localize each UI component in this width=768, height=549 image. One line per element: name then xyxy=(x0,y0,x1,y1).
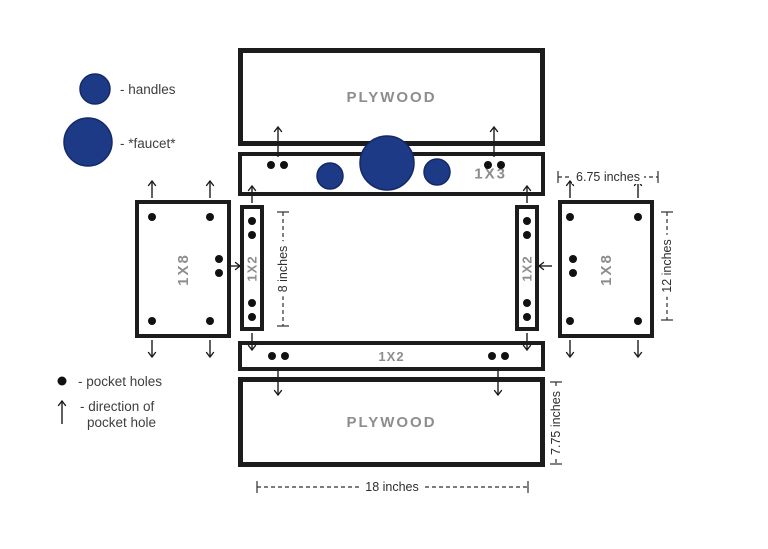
pocket-hole-dot xyxy=(267,161,275,169)
dim-label-stile-height: 8 inches xyxy=(276,241,290,297)
pocket-hole-dot xyxy=(268,352,276,360)
dimension-lines xyxy=(256,171,673,493)
pocket-hole-dot xyxy=(148,213,156,221)
dim-label-rail-width: 6.75 inches xyxy=(572,170,644,184)
pocket-hole-dot xyxy=(215,255,223,263)
pocket-hole-dot xyxy=(215,269,223,277)
top-plywood-label: PLYWOOD xyxy=(346,88,437,106)
pocket-hole-dot xyxy=(484,161,492,169)
faucet-rail-label: 1X3 xyxy=(474,165,507,183)
pocket-hole-dot xyxy=(488,352,496,360)
pocket-hole-dot xyxy=(523,217,531,225)
pocket-hole-dot xyxy=(206,317,214,325)
legend-direction-label-line2: pocket hole xyxy=(87,415,157,430)
pocket-hole-dot xyxy=(248,217,256,225)
bottom-rail-1x2: 1X2 xyxy=(238,341,545,371)
right-side-1x8: 1X8 xyxy=(558,200,654,338)
dim-label-overall-width: 18 inches xyxy=(361,480,423,494)
pocket-hole-dot xyxy=(566,213,574,221)
pocket-hole-dot xyxy=(634,317,642,325)
pocket-hole-dot xyxy=(569,255,577,263)
pocket-hole-dot xyxy=(501,352,509,360)
pocket-hole-dot xyxy=(281,352,289,360)
legend-direction-label-line1: - direction of xyxy=(80,399,155,414)
legend-handles-label: - handles xyxy=(120,82,176,97)
pocket-hole-dot xyxy=(148,317,156,325)
right-stile-1x2: 1X2 xyxy=(515,205,539,331)
legend-pocket-hole-dot xyxy=(57,376,67,386)
pocket-hole-dot xyxy=(523,313,531,321)
top-plywood-panel: PLYWOOD xyxy=(238,48,545,146)
pocket-hole-dot xyxy=(280,161,288,169)
pocket-hole-dot xyxy=(497,161,505,169)
pocket-hole-dot xyxy=(523,299,531,307)
pocket-hole-arrows xyxy=(57,125,643,424)
pocket-hole-dot xyxy=(523,231,531,239)
left-stile-1x2: 1X2 xyxy=(240,205,264,331)
dim-label-side-height: 12 inches xyxy=(660,235,674,297)
right-handle-circle xyxy=(423,158,451,186)
dim-label-bottom-height: 7.75 inches xyxy=(549,387,563,459)
pocket-hole-dots xyxy=(57,161,642,386)
legend-handle-circle xyxy=(79,73,111,105)
pocket-hole-dot xyxy=(569,269,577,277)
pocket-hole-dot xyxy=(566,317,574,325)
pocket-hole-dot xyxy=(248,313,256,321)
legend-faucet-label: - *faucet* xyxy=(120,136,176,151)
left-handle-circle xyxy=(316,162,344,190)
pocket-hole-dot xyxy=(248,299,256,307)
faucet-circle xyxy=(359,135,415,191)
legend-pocket-holes-label: - pocket holes xyxy=(78,374,163,389)
bottom-plywood-label: PLYWOOD xyxy=(346,413,437,431)
bottom-rail-label: 1X2 xyxy=(378,348,405,364)
pocket-hole-dot xyxy=(248,231,256,239)
pocket-hole-dot xyxy=(206,213,214,221)
left-side-1x8: 1X8 xyxy=(135,200,231,338)
hardware-circles xyxy=(63,73,451,191)
pocket-hole-dot xyxy=(634,213,642,221)
legend-faucet-circle xyxy=(63,117,113,167)
